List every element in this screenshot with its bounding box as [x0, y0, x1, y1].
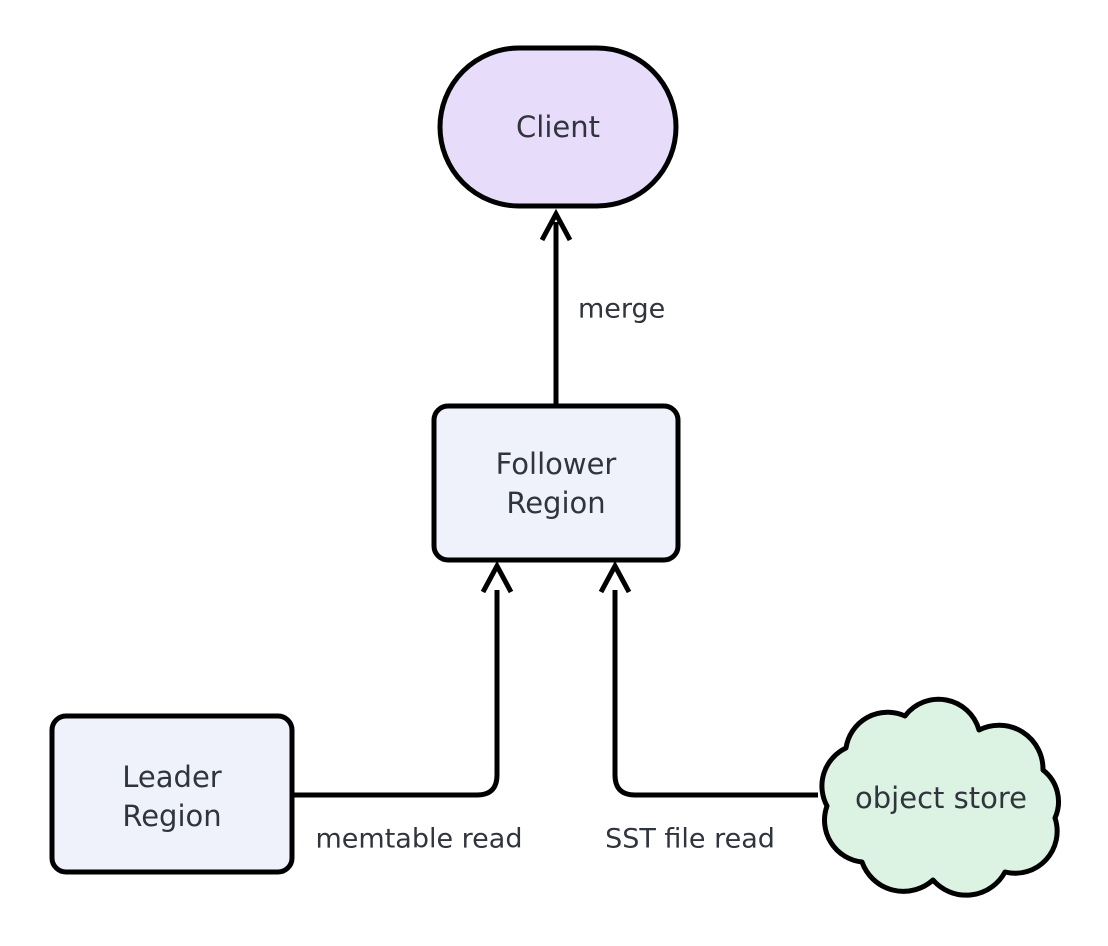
edge-sst-file-read-arrowhead	[598, 560, 632, 594]
edge-label-sst-file-read: SST file read	[605, 824, 775, 855]
node-leader-region[interactable]: Leader Region	[49, 713, 295, 875]
node-client-label: Client	[516, 110, 600, 144]
edge-label-merge: merge	[578, 294, 665, 325]
node-follower-region[interactable]: Follower Region	[431, 403, 681, 563]
edge-merge: merge	[539, 208, 665, 404]
node-object-store[interactable]: object store	[819, 696, 1061, 898]
node-client-shape[interactable]	[437, 45, 679, 209]
node-follower-region-shape[interactable]	[431, 403, 681, 563]
edge-merge-arrowhead	[539, 208, 573, 242]
edge-sst-file-read: SST file read	[598, 560, 818, 855]
edge-label-memtable-read: memtable read	[316, 824, 523, 855]
edge-memtable-read-arrowhead	[480, 560, 514, 594]
node-follower-region-label-line1: Follower	[496, 447, 617, 481]
node-client[interactable]: Client	[437, 45, 679, 209]
node-object-store-label: object store	[855, 781, 1027, 815]
edge-sst-file-read-line	[612, 590, 818, 798]
node-follower-region-label-line2: Region	[506, 486, 605, 520]
edge-memtable-read: memtable read	[292, 560, 523, 855]
node-leader-region-label-line2: Region	[122, 799, 221, 833]
node-object-store-shape[interactable]	[819, 696, 1061, 898]
edge-memtable-read-line	[292, 590, 500, 798]
node-leader-region-label-line1: Leader	[122, 760, 222, 794]
node-leader-region-shape[interactable]	[49, 713, 295, 875]
